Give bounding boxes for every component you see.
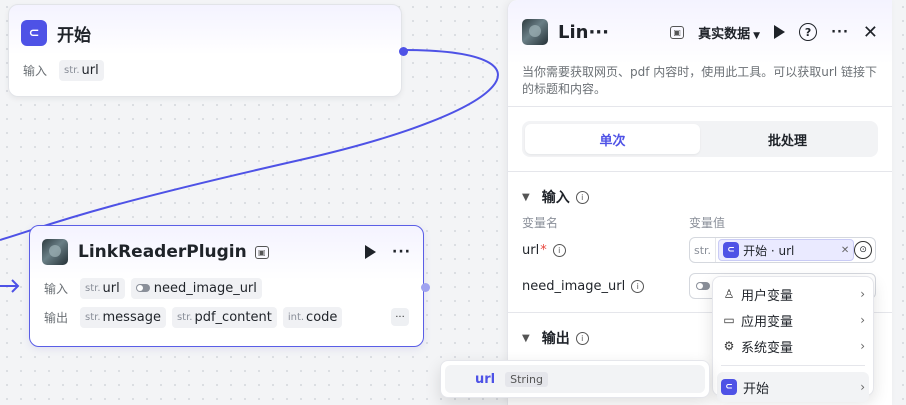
folder-icon: ▭ [723, 313, 735, 327]
divider [508, 106, 892, 107]
input-label: 输入 [23, 63, 48, 78]
panel-header: Lin··· ▣ 真实数据▼ ? ··· ✕ [508, 0, 892, 64]
var-type-label: str. [690, 238, 717, 262]
more-icon[interactable]: ··· [392, 244, 411, 260]
chevron-down-icon: ▼ [522, 191, 530, 203]
run-icon[interactable] [365, 245, 377, 259]
tab-batch[interactable]: 批处理 [767, 133, 807, 149]
info-icon: i [631, 279, 645, 293]
input-column-headers: 变量名 变量值 [522, 215, 726, 230]
param-tag: str. message [80, 306, 166, 328]
start-output-port[interactable] [399, 47, 408, 56]
toggle-icon [135, 284, 150, 292]
param-tag: str. url [59, 59, 104, 81]
chevron-right-icon: › [860, 339, 865, 353]
input-label: 输入 [44, 281, 69, 296]
plugin-output-port[interactable] [421, 283, 430, 292]
data-mode-select[interactable]: 真实数据▼ [698, 26, 761, 42]
chevron-right-icon: › [860, 313, 865, 327]
run-icon[interactable] [774, 25, 786, 39]
plugin-avatar [42, 239, 68, 265]
type-badge: String [505, 371, 548, 387]
run-mode-tabs: 单次 批处理 [522, 121, 878, 157]
plugin-node[interactable]: LinkReaderPlugin ▣ ··· 输入 str. url need_… [29, 225, 430, 347]
start-node[interactable]: ⊂ 开始 输入 str. url [8, 4, 408, 97]
start-icon: ⊂ [21, 20, 47, 46]
gear-icon: ⚙ [723, 339, 735, 353]
help-icon[interactable]: ? [799, 23, 818, 41]
caret-down-icon: ▼ [753, 30, 761, 41]
info-icon: i [552, 243, 566, 257]
close-icon[interactable]: ✕ [862, 21, 878, 43]
menu-item-app-vars[interactable]: ▭ 应用变量 › [713, 307, 873, 333]
start-icon: ⊂ [723, 242, 740, 258]
menu-divider [721, 365, 865, 366]
menu-item-start-node[interactable]: ⊂ 开始 › [717, 372, 869, 402]
node-config-panel: Lin··· ▣ 真实数据▼ ? ··· ✕ 当你需要获取网页、pdf 内容时，… [507, 0, 892, 405]
more-outputs-button[interactable]: ··· [391, 308, 409, 326]
menu-item-user-vars[interactable]: ♙ 用户变量 › [713, 281, 873, 307]
divider [508, 312, 892, 313]
more-icon[interactable]: ··· [831, 24, 849, 40]
divider [508, 171, 892, 172]
plugin-type-icon: ▣ [670, 25, 685, 39]
start-node-header: ⊂ 开始 [9, 13, 401, 53]
start-node-inputs: 输入 str. url [9, 58, 401, 82]
panel-description: 当你需要获取网页、pdf 内容时，使用此工具。可以获取url 链接下的标题和内容… [522, 65, 877, 96]
panel-title: Lin··· [558, 21, 609, 43]
chevron-right-icon: › [860, 287, 865, 301]
variable-picker-icon[interactable]: ⊙ [854, 241, 872, 259]
info-icon: i [575, 190, 589, 204]
plugin-node-title: LinkReaderPlugin [78, 242, 247, 262]
variable-chip[interactable]: ⊂ 开始 · url ✕ [718, 239, 855, 261]
url-variable-input[interactable]: str. ⊂ 开始 · url ✕ ⊙ [689, 237, 876, 263]
start-node-title: 开始 [57, 25, 91, 46]
output-label: 输出 [44, 310, 69, 325]
plugin-node-header: LinkReaderPlugin ▣ ··· [30, 232, 423, 272]
param-tag: str. pdf_content [171, 306, 277, 328]
input-section-header[interactable]: ▼ 输入 i [508, 182, 892, 212]
param-row-url: url * i str. ⊂ 开始 · url ✕ ⊙ [508, 232, 892, 268]
chevron-right-icon: › [860, 380, 865, 394]
plugin-avatar [522, 19, 548, 45]
chevron-down-icon: ▼ [522, 332, 530, 344]
start-icon: ⊂ [721, 379, 737, 395]
start-node-variables-submenu: url String [440, 360, 710, 398]
param-tag-toggle: need_image_url [130, 277, 262, 299]
menu-item-system-vars[interactable]: ⚙ 系统变量 › [713, 333, 873, 359]
plugin-outputs: 输出 str. message str. pdf_content int. co… [30, 305, 423, 329]
param-tag: int. code [282, 306, 343, 328]
required-mark: * [540, 242, 547, 258]
user-icon: ♙ [723, 287, 735, 301]
info-icon: i [575, 331, 589, 345]
output-section-header[interactable]: ▼ 输出 i [508, 323, 892, 353]
tab-single[interactable]: 单次 [525, 124, 700, 154]
clear-icon[interactable]: ✕ [840, 244, 850, 256]
variable-source-menu: ♙ 用户变量 › ▭ 应用变量 › ⚙ 系统变量 › ⊂ 开始 › [712, 276, 874, 402]
submenu-item-url[interactable]: url String [445, 365, 705, 393]
toggle-icon[interactable] [696, 282, 710, 290]
param-tag: str. url [80, 277, 125, 299]
plugin-type-icon: ▣ [254, 245, 269, 259]
plugin-inputs: 输入 str. url need_image_url [30, 276, 423, 300]
